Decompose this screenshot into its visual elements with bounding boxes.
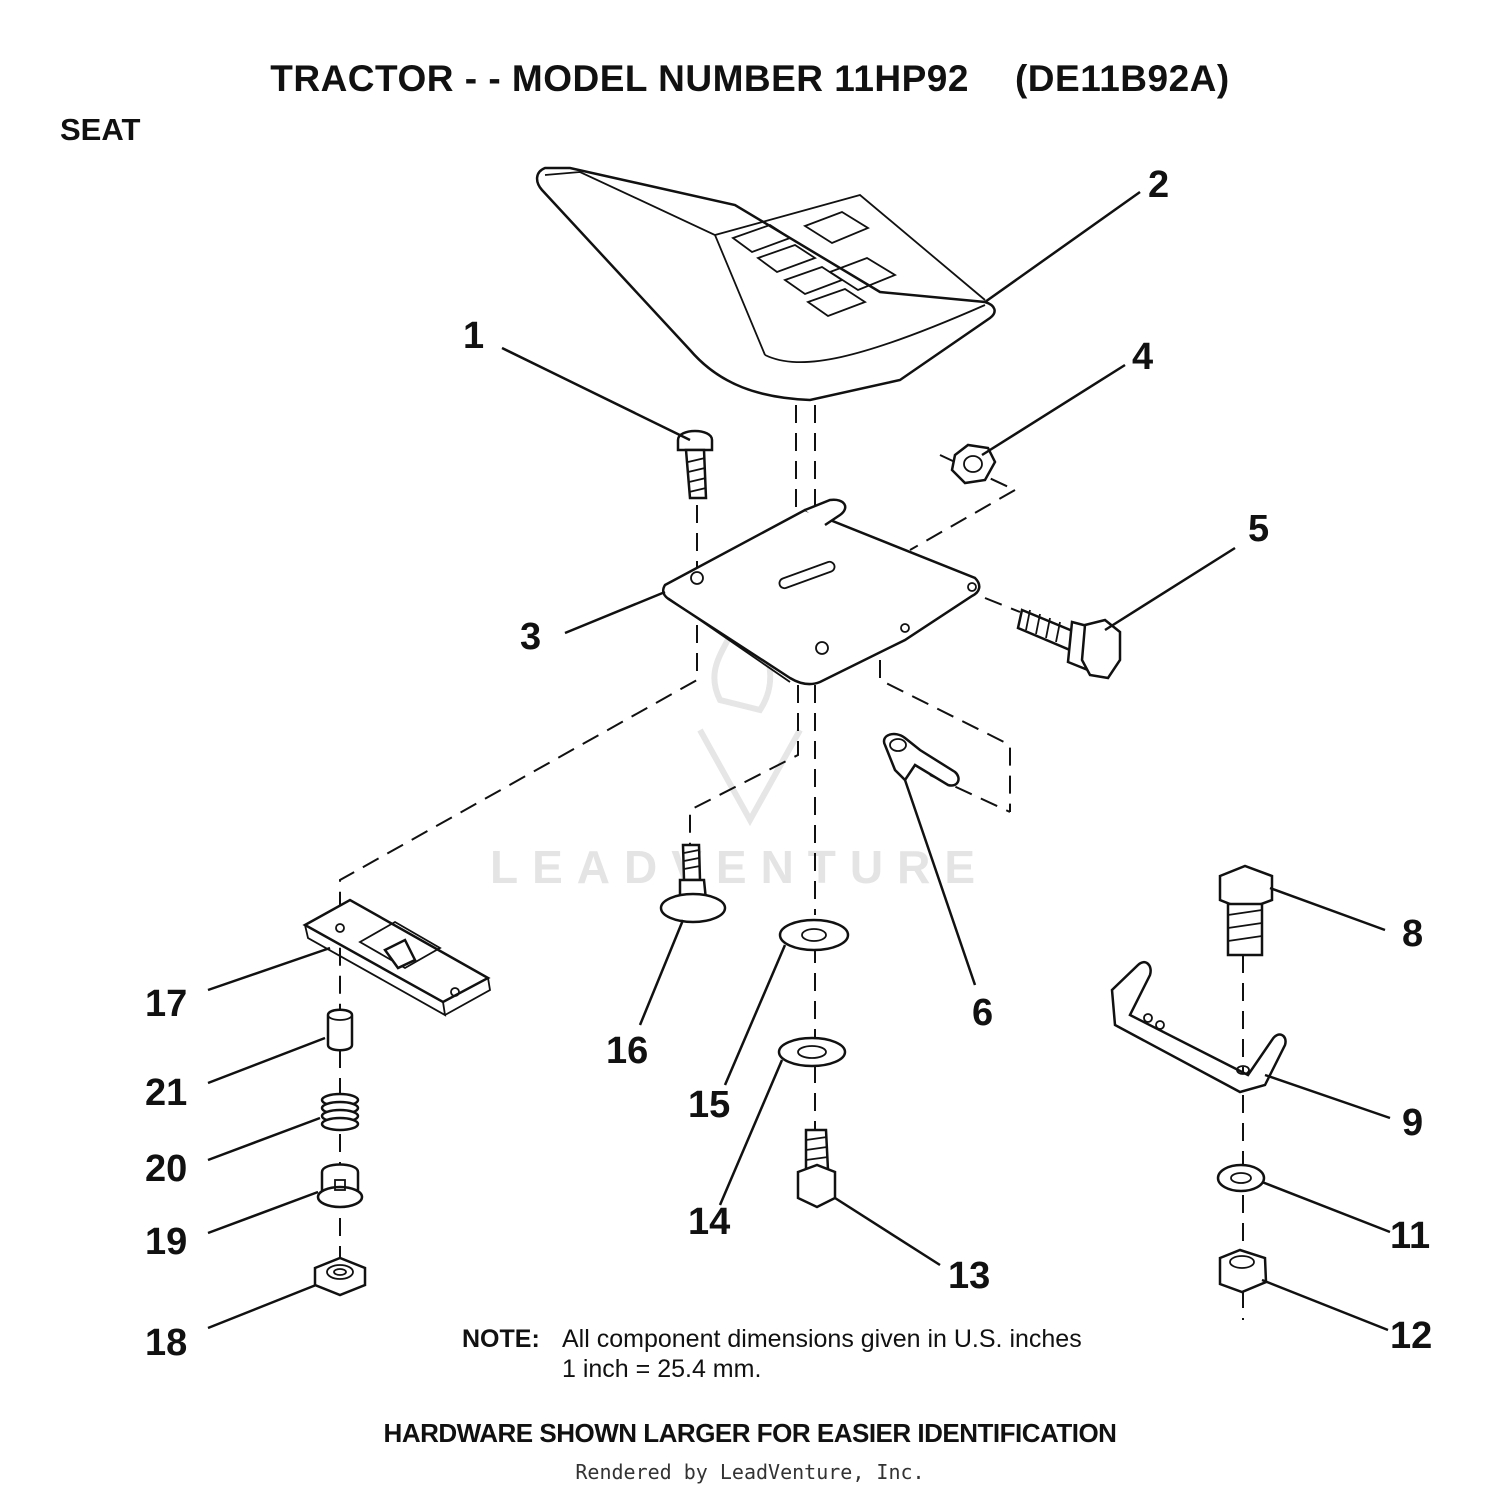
page-title: TRACTOR - - MODEL NUMBER 11HP92 (DE11B92A…: [0, 58, 1500, 100]
seat-part-2: [535, 166, 996, 402]
note-line-2: 1 inch = 25.4 mm.: [562, 1355, 762, 1383]
callout-4: 4: [1132, 336, 1154, 378]
callout-13: 13: [948, 1255, 991, 1297]
callout-15: 15: [688, 1084, 731, 1126]
section-heading: SEAT: [60, 112, 141, 147]
watermark-text: LEADVENTURE: [490, 841, 990, 893]
dimension-note: NOTE: All component dimensions given in U…: [462, 1324, 1082, 1384]
note-line-1: All component dimensions given in U.S. i…: [562, 1325, 1082, 1353]
hex-bolt-part-13: [796, 1128, 837, 1209]
callout-21: 21: [145, 1072, 188, 1114]
carriage-bolt-part-1: [676, 429, 714, 500]
latch-plate-part-17: [302, 898, 491, 1017]
rendered-by-credit: Rendered by LeadVenture, Inc.: [575, 1460, 925, 1484]
flat-washer-part-15: [778, 918, 850, 952]
title-model: TRACTOR - - MODEL NUMBER 11HP92: [270, 58, 969, 99]
bushing-part-19: [316, 1163, 364, 1209]
callout-3: 3: [520, 616, 542, 658]
hex-bolt-part-8: [1218, 864, 1274, 957]
pin-part-21: [326, 1008, 354, 1052]
callout-5: 5: [1248, 508, 1270, 550]
callout-11: 11: [1390, 1215, 1431, 1257]
callout-14: 14: [688, 1201, 731, 1243]
clip-part-6: [882, 732, 960, 787]
callout-16: 16: [606, 1030, 649, 1072]
washer-part-11: [1216, 1163, 1266, 1193]
title-code: (DE11B92A): [1014, 58, 1230, 99]
seat-plate-part-3: [661, 498, 981, 686]
hex-bolt-part-5: [1016, 608, 1122, 680]
hardware-footer: HARDWARE SHOWN LARGER FOR EASIER IDENTIF…: [383, 1418, 1117, 1448]
lock-nut-part-12: [1218, 1248, 1268, 1294]
leader-lines: [207, 190, 1391, 1332]
callout-12: 12: [1390, 1315, 1433, 1357]
shoulder-bolt-part-16: [659, 843, 727, 924]
callout-17: 17: [145, 983, 188, 1025]
note-label: NOTE:: [462, 1325, 540, 1353]
callout-1: 1: [463, 315, 485, 357]
callout-2: 2: [1148, 164, 1170, 206]
bracket-part-9: [1110, 960, 1287, 1094]
flange-nut-part-18: [313, 1256, 367, 1297]
spring-part-20: [320, 1092, 360, 1132]
callout-8: 8: [1402, 913, 1424, 955]
callout-20: 20: [145, 1148, 188, 1190]
callout-19: 19: [145, 1221, 188, 1263]
callout-6: 6: [972, 992, 994, 1034]
callout-18: 18: [145, 1322, 188, 1364]
lock-washer-part-14: [777, 1036, 847, 1068]
callout-9: 9: [1402, 1102, 1424, 1144]
